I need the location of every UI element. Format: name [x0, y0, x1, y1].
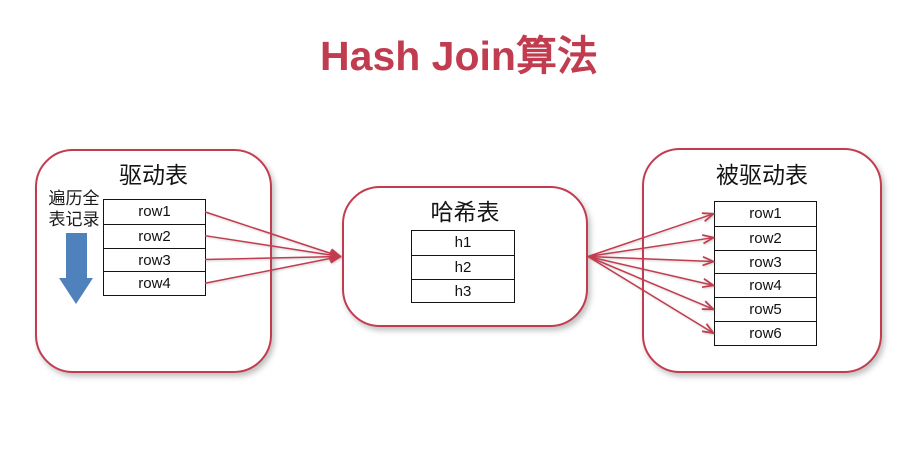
traverse-annotation: 遍历全表记录 [40, 189, 108, 230]
driven-box-title: 被驱动表 [716, 162, 808, 188]
traverse-down-arrow-icon [59, 233, 93, 304]
driven-row-3: row4 [715, 273, 816, 297]
driver-box-title: 驱动表 [119, 162, 188, 188]
driver-row-3: row4 [104, 271, 205, 295]
driver-row-1: row2 [104, 223, 205, 248]
annotation-line: 表记录 [48, 209, 100, 229]
driven-row-4: row5 [715, 297, 816, 321]
driven-row-0: row1 [749, 205, 782, 222]
annotation-line: 遍历全 [48, 189, 100, 208]
hash-row-0: h1 [454, 234, 472, 251]
driver-row-0: row1 [138, 203, 171, 220]
arrow-shaft [65, 233, 87, 278]
driver-row-2: row3 [104, 247, 205, 272]
driven-row-2: row3 [715, 249, 816, 274]
hash-row-1: h2 [412, 254, 514, 279]
hash-row-2: h3 [412, 278, 514, 303]
hash-box-title: 哈希表 [430, 199, 500, 225]
driven-row-5: row6 [715, 320, 816, 345]
arrow-head [59, 278, 93, 304]
page-title: Hash Join算法 [320, 33, 598, 79]
driven-row-1: row2 [715, 225, 816, 250]
